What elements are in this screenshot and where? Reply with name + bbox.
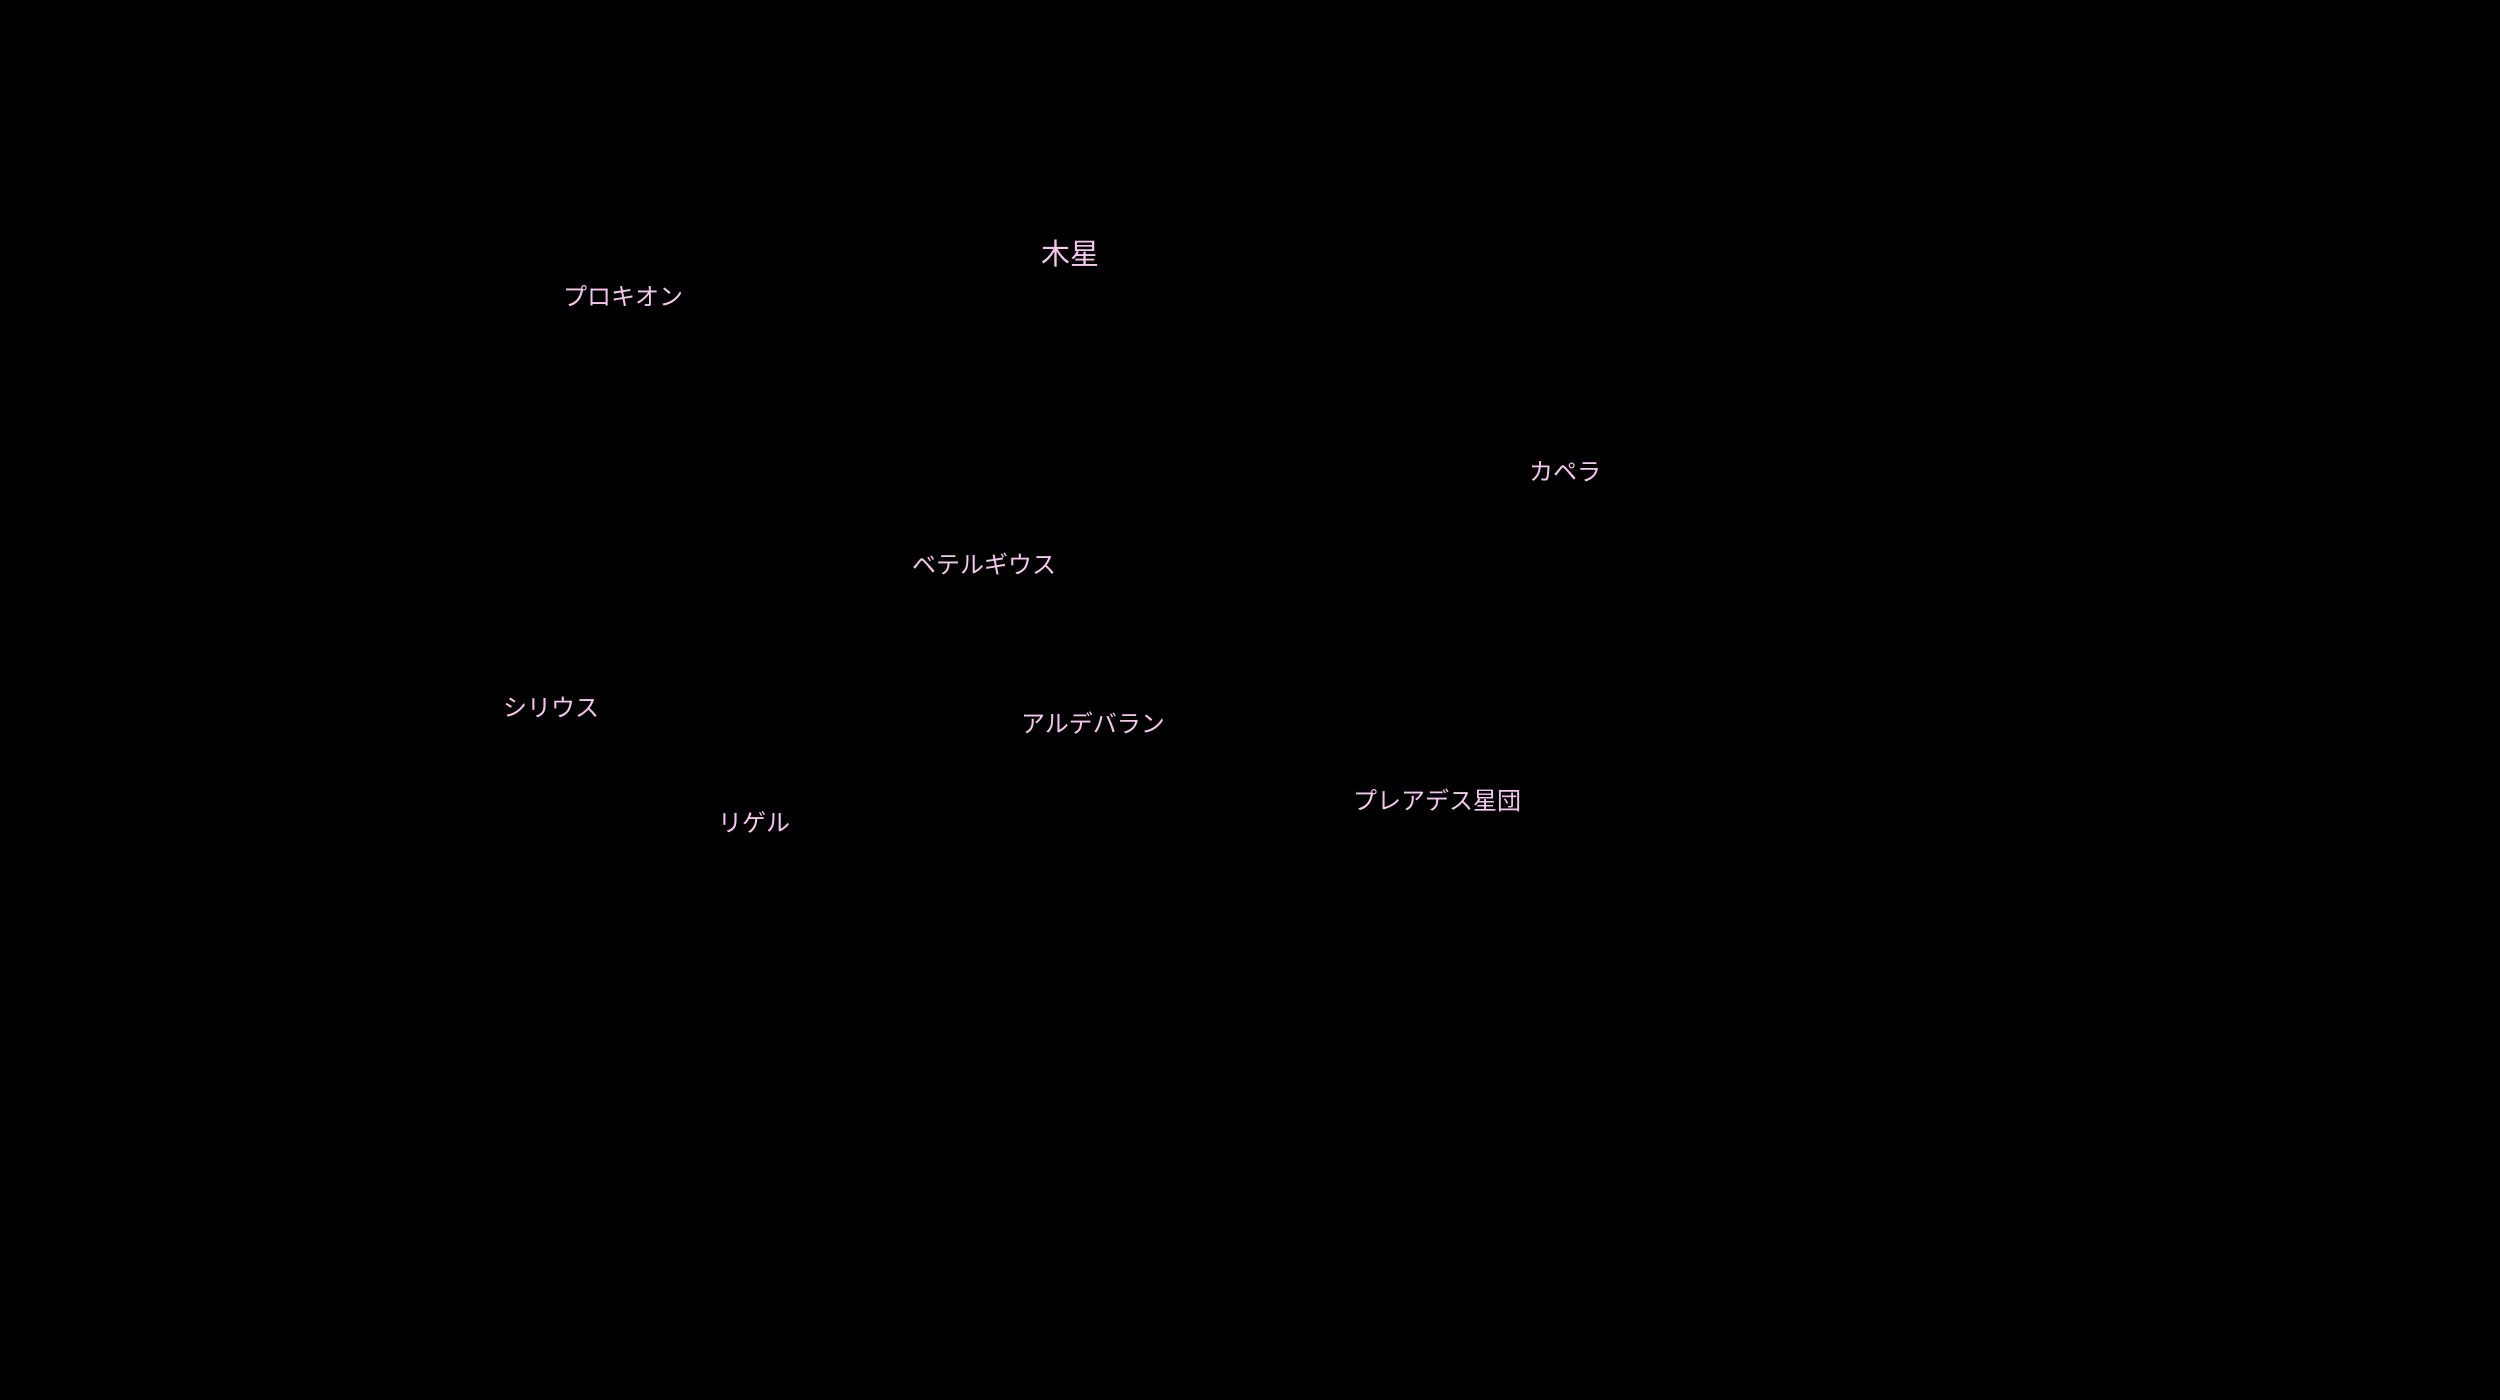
sky-object-label: プロキオン <box>563 283 683 311</box>
sky-object-label: プレアデス星団 <box>1353 787 1521 815</box>
sky-object-cluster[interactable]: プレアデス星団 <box>1353 789 1521 813</box>
sky-object-star[interactable]: カペラ <box>1529 460 1601 484</box>
sky-object-label: シリウス <box>503 694 599 722</box>
sky-object-star[interactable]: リゲル <box>718 811 790 835</box>
sky-object-star[interactable]: ベテルギウス <box>912 553 1056 577</box>
sky-object-planet[interactable]: 木星 <box>1041 240 1099 269</box>
sky-object-star[interactable]: シリウス <box>503 696 599 720</box>
sky-object-label: アルデバラン <box>1021 710 1165 738</box>
sky-object-label: ベテルギウス <box>912 551 1056 579</box>
sky-object-star[interactable]: アルデバラン <box>1021 712 1165 736</box>
sky-object-star[interactable]: プロキオン <box>563 285 683 309</box>
sky-object-label: 木星 <box>1041 237 1100 271</box>
sky-object-label: リゲル <box>718 809 790 837</box>
sky-object-label: カペラ <box>1529 458 1601 486</box>
